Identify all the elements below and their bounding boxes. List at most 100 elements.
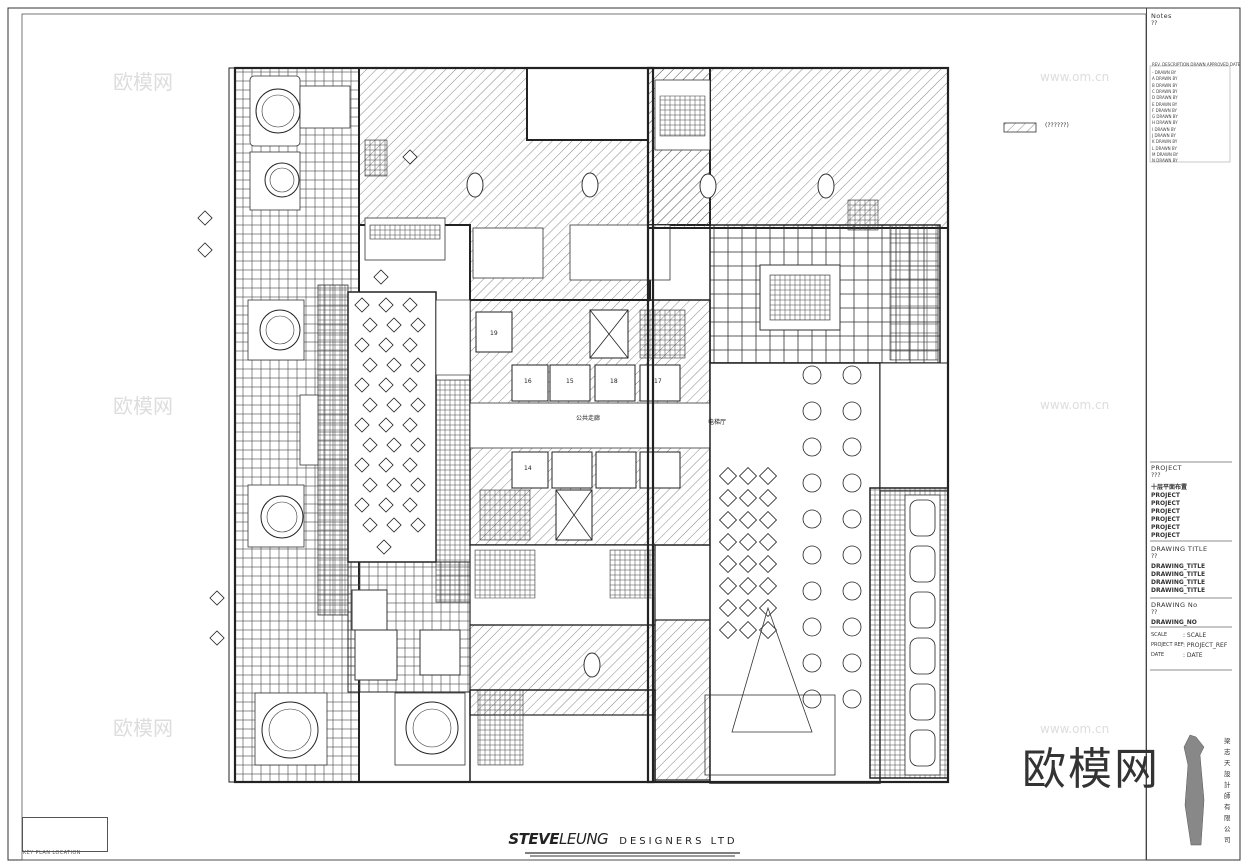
right-wing-outline [646,66,950,784]
company-char: 計 [1224,781,1231,789]
dining-table [402,377,418,393]
drawing-title-heading: DRAWING TITLE [1151,545,1208,553]
title-block: Notes ?? REV. DESCRIPTION DRAWN APPROVED… [1146,8,1241,860]
company-char: 師 [1224,792,1231,800]
lift-tag: 18 [610,378,618,385]
lift-tag: 19 [490,330,498,337]
company-char: 天 [1224,759,1231,767]
round-table [842,617,862,637]
restaurant-table [738,466,758,486]
dining-hall [347,291,471,603]
dining-table [410,517,426,533]
restaurant-table [758,466,778,486]
booth [909,729,936,767]
notes-row: I DRAWN BY [1152,126,1176,132]
company-char: 有 [1224,803,1231,811]
round-table [802,653,822,673]
drawing-no-sub: ?? [1151,609,1158,616]
project-line: PROJECT [1151,516,1180,523]
dining-table [362,437,378,453]
drawing-title-line: DRAWING_TITLE [1151,571,1206,578]
notes-header: REV. DESCRIPTION DRAWN APPROVED DATE [1152,62,1241,67]
restaurant-table [758,488,778,508]
dining-table [410,437,426,453]
project-sub: ??? [1151,472,1161,479]
dining-table [354,457,370,473]
dining-table [378,297,394,313]
drawing-no: DRAWING_NO [1151,619,1197,626]
restaurant-table [738,598,758,618]
company-name-vertical: 梁志天設計師有限公司 [1224,736,1234,846]
project-line: PROJECT [1151,508,1180,515]
dining-table [410,357,426,373]
project-line: PROJECT [1151,500,1180,507]
dining-table [402,497,418,513]
grid-hall [709,199,941,364]
key-plan-box [22,817,108,852]
restaurant-table [738,532,758,552]
right-restaurant [704,362,949,784]
restaurant-table [738,488,758,508]
booth [909,499,936,537]
project-line: PROJECT [1151,524,1180,531]
brand-text: 欧模网 [1022,744,1160,795]
notes-row: A DRAWN BY [1152,76,1178,82]
dining-table [354,337,370,353]
dining-table [410,477,426,493]
round-table [802,365,822,385]
company-char: 司 [1224,836,1231,844]
dining-table [410,317,426,333]
restaurant-table [758,620,778,640]
dining-table [402,457,418,473]
logo-steve: STEVE [508,830,560,848]
company-char: 志 [1224,748,1231,756]
round-table [802,473,822,493]
project-ref-label: PROJECT REF [1151,642,1184,648]
statue-icon [1183,734,1205,846]
scale-value: : SCALE [1183,632,1207,639]
company-char: 設 [1224,770,1231,778]
drawing-title-line: DRAWING_TITLE [1151,563,1206,570]
logo-designers: DESIGNERS LTD [619,836,738,847]
dining-table [354,377,370,393]
dining-table [378,337,394,353]
dining-table [386,517,402,533]
company-char: 公 [1224,825,1231,833]
restaurant-table [758,532,778,552]
notes-row: K DRAWN BY [1152,139,1178,145]
drawing-title-line: DRAWING_TITLE [1151,587,1206,594]
booth [909,683,936,721]
round-table [802,545,822,565]
lift-tag: 14 [524,465,532,472]
notes-row: E DRAWN BY [1152,101,1178,107]
restaurant-table [738,510,758,530]
section-markers [197,149,418,646]
watermark: www.om.cn [1040,70,1110,84]
notes-row: H DRAWN BY [1152,120,1178,126]
restaurant-table [738,620,758,640]
dining-table [386,357,402,373]
dining-table [378,457,394,473]
date-label: DATE [1151,652,1165,658]
round-table [842,581,862,601]
dining-table [362,317,378,333]
restaurant-table [718,488,738,508]
notes-row: D DRAWN BY [1152,95,1178,101]
watermark: www.om.cn [1040,722,1110,736]
dining-table [378,417,394,433]
notes-sub: ?? [1151,20,1158,27]
company-logo: STEVELEUNG DESIGNERS LTD [0,829,1246,848]
dining-table [362,397,378,413]
notes-row: N DRAWN BY [1152,158,1178,164]
watermark: 欧模网 [113,394,173,418]
lift-core [469,299,711,546]
notes-title: Notes [1151,12,1172,20]
legend-swatch [1003,122,1037,133]
dining-table [362,517,378,533]
round-table [802,437,822,457]
booth [909,591,936,629]
booth [909,637,936,675]
booth [909,545,936,583]
round-table [842,365,862,385]
round-table [842,689,862,709]
